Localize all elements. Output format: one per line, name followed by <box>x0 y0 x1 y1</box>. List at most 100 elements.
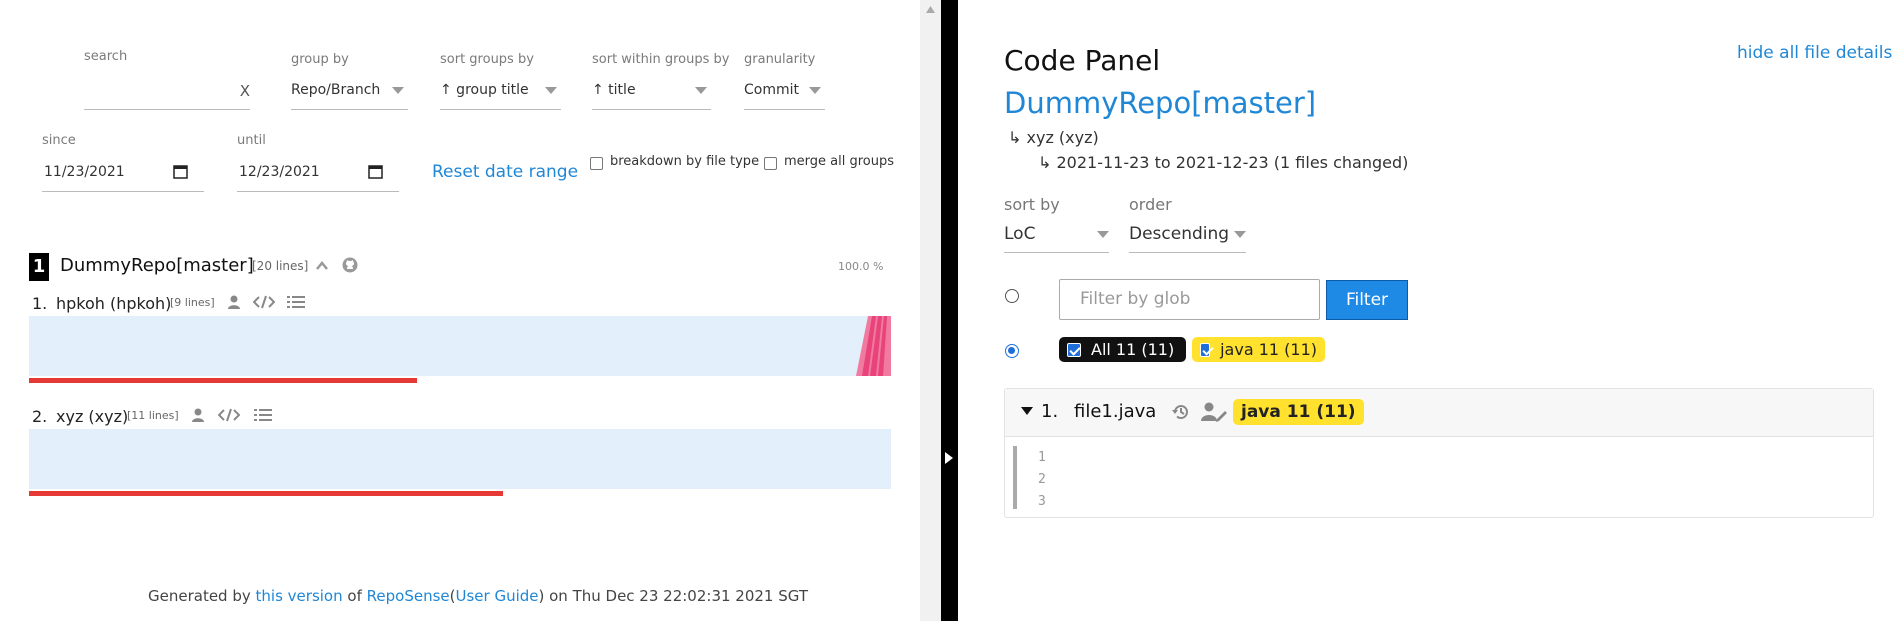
filetype-pill-java-label: java 11 (11) <box>1220 340 1317 359</box>
hide-all-file-details-link[interactable]: hide all file details <box>1737 43 1893 63</box>
footer-of: of <box>347 587 362 605</box>
breakdown-checkbox[interactable] <box>590 157 603 170</box>
ramp-slices <box>856 316 891 376</box>
caret-down-icon[interactable] <box>1021 407 1033 417</box>
repo-title[interactable]: DummyRepo[master] <box>60 255 254 276</box>
file-name[interactable]: file1.java <box>1074 401 1157 422</box>
contribution-bar <box>29 491 503 496</box>
list-icon[interactable] <box>254 407 272 423</box>
search-clear-button[interactable]: X <box>239 82 250 100</box>
merge-groups-checkbox[interactable] <box>764 157 777 170</box>
repo-index-badge: 1 <box>29 253 49 281</box>
order-label: order <box>1129 195 1172 214</box>
filetype-pill-all-label: All 11 (11) <box>1091 340 1175 359</box>
user-guide-link[interactable]: User Guide <box>455 587 539 605</box>
chevron-down-icon <box>545 87 557 94</box>
filetype-filter-radio[interactable] <box>1005 344 1019 358</box>
glob-filter-radio[interactable] <box>1005 289 1019 303</box>
history-icon[interactable] <box>1171 402 1191 422</box>
user-icon[interactable] <box>226 294 242 310</box>
checkbox-checked-icon[interactable] <box>1067 342 1081 357</box>
groupby-label: group by <box>291 52 349 67</box>
expand-arrow-icon[interactable] <box>945 452 953 464</box>
contribution-bar <box>29 378 417 383</box>
author-number: 2. <box>32 407 48 426</box>
panel-divider[interactable] <box>941 0 958 621</box>
code-icon[interactable] <box>218 407 240 423</box>
groupby-select[interactable]: Repo/Branch <box>291 72 408 110</box>
calendar-icon[interactable] <box>173 164 188 179</box>
search-label: search <box>84 49 128 64</box>
chevron-down-icon <box>695 87 707 94</box>
filter-button[interactable]: Filter <box>1326 280 1408 320</box>
footer-paren: ( <box>449 587 456 605</box>
sortby-select[interactable]: LoC <box>1004 218 1109 253</box>
since-date-input[interactable]: 11/23/2021 <box>42 154 204 192</box>
repo-percent: 100.0 % <box>838 260 884 273</box>
file-card: 1. file1.java java 11 (11) 1 2 3 <box>1004 388 1874 518</box>
calendar-icon[interactable] <box>368 164 383 179</box>
user-icon[interactable] <box>190 407 206 423</box>
code-panel-title: Code Panel <box>1004 44 1161 77</box>
filetype-pill-java[interactable]: java 11 (11) <box>1192 337 1325 362</box>
chevron-up-icon[interactable] <box>314 258 330 274</box>
order-select[interactable]: Descending <box>1129 218 1246 253</box>
line-number: 3 <box>1038 494 1046 509</box>
line-numbers: 1 2 3 <box>1038 447 1046 513</box>
author-ramp-chart[interactable] <box>29 316 891 376</box>
author-breadcrumb-text: xyz (xyz) <box>1026 128 1099 147</box>
files-changed-text: (1 files changed) <box>1273 153 1409 172</box>
since-date-value: 11/23/2021 <box>44 164 125 180</box>
scroll-up-arrow-icon[interactable] <box>926 6 935 13</box>
breakdown-label: breakdown by file type <box>610 154 760 169</box>
sortwithin-select[interactable]: ↑ title <box>592 72 711 110</box>
until-label: until <box>237 133 266 148</box>
scrollbar[interactable] <box>920 0 941 621</box>
granularity-value: Commit <box>744 82 799 98</box>
footer-tail: ) on Thu Dec 23 22:02:31 2021 SGT <box>538 587 809 605</box>
range-breadcrumb: ↳ 2021-11-23 to 2021-12-23 (1 files chan… <box>1038 153 1408 172</box>
arrow-icon: ↳ <box>1038 153 1052 172</box>
this-version-link[interactable]: this version <box>255 587 343 605</box>
search-input[interactable]: X <box>84 72 250 110</box>
author-number: 1. <box>32 294 48 313</box>
filetype-pill-all[interactable]: All 11 (11) <box>1059 337 1186 362</box>
date-range-text: 2021-11-23 to 2021-12-23 <box>1056 153 1269 172</box>
line-number: 2 <box>1038 472 1046 487</box>
sortwithin-label: sort within groups by <box>592 52 730 67</box>
until-date-value: 12/23/2021 <box>239 164 320 180</box>
author-name: hpkoh (hpkoh) <box>56 294 172 313</box>
groupby-value: Repo/Branch <box>291 82 381 98</box>
user-edit-icon[interactable] <box>1201 402 1227 422</box>
until-date-input[interactable]: 12/23/2021 <box>237 154 399 192</box>
file-number: 1. <box>1041 401 1059 422</box>
summary-panel: search X group by Repo/Branch sort group… <box>0 0 920 621</box>
code-gutter-bar <box>1013 446 1017 509</box>
code-icon[interactable] <box>253 294 275 310</box>
arrow-icon: ↳ <box>1008 128 1022 147</box>
checkbox-checked-icon[interactable] <box>1200 342 1211 357</box>
file-type-badge: java 11 (11) <box>1233 399 1364 425</box>
github-icon[interactable] <box>342 257 358 273</box>
footer-generated-by: Generated by <box>148 587 251 605</box>
order-value: Descending <box>1129 224 1230 244</box>
author-ramp-chart[interactable] <box>29 429 891 489</box>
chevron-down-icon <box>809 87 821 94</box>
granularity-select[interactable]: Commit <box>744 72 825 110</box>
file-header[interactable]: 1. file1.java java 11 (11) <box>1005 389 1873 437</box>
code-panel-repo-link[interactable]: DummyRepo[master] <box>1004 86 1317 120</box>
repo-lines-count: [20 lines] <box>252 259 309 273</box>
list-icon[interactable] <box>287 294 305 310</box>
chevron-down-icon <box>1097 231 1109 238</box>
chevron-down-icon <box>392 87 404 94</box>
glob-filter-input[interactable]: Filter by glob <box>1059 279 1320 320</box>
reposense-link[interactable]: RepoSense <box>366 587 450 605</box>
line-number: 1 <box>1038 450 1046 465</box>
author-lines-count: [9 lines] <box>170 296 215 309</box>
sortgroups-value: ↑ group title <box>440 82 529 98</box>
sortby-value: LoC <box>1004 224 1036 244</box>
reset-date-range-link[interactable]: Reset date range <box>432 162 579 182</box>
sortgroups-select[interactable]: ↑ group title <box>440 72 561 110</box>
granularity-label: granularity <box>744 52 816 67</box>
chevron-down-icon <box>1234 231 1246 238</box>
